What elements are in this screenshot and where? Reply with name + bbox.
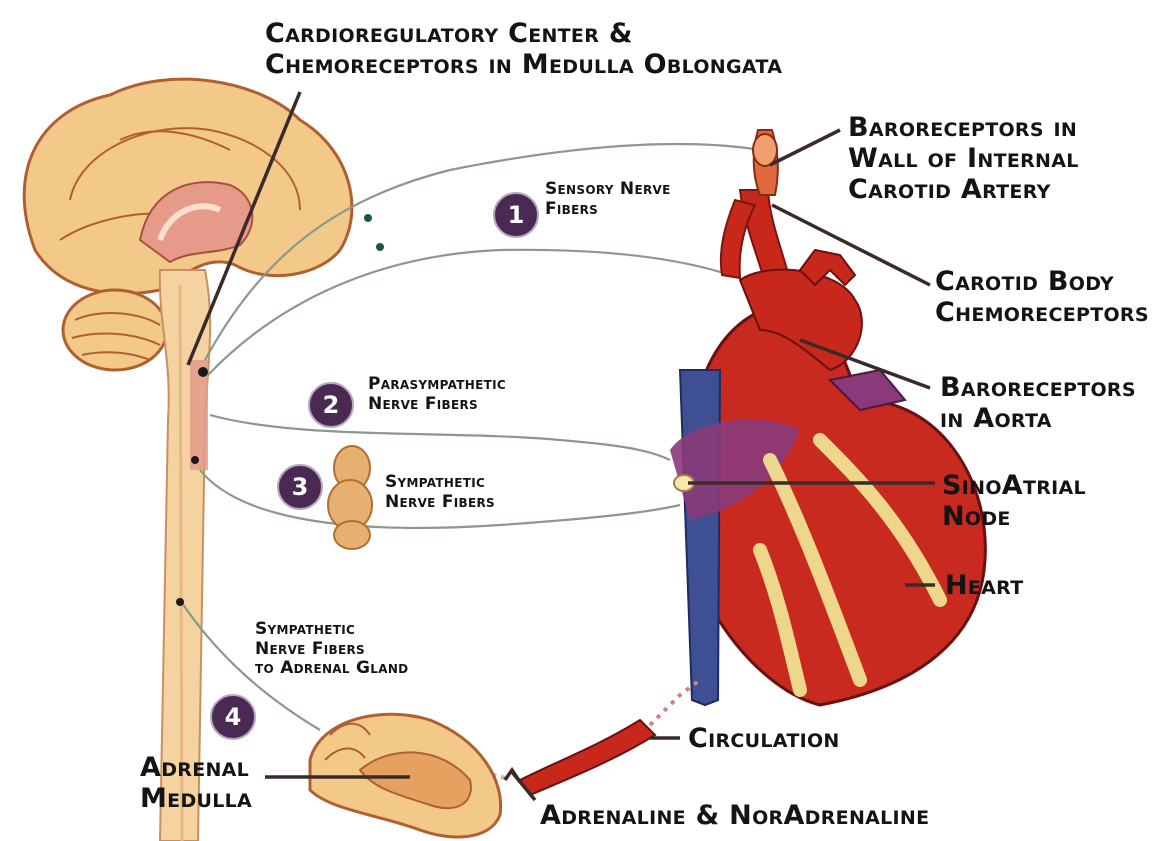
marker-4: 4 xyxy=(210,694,256,740)
marker-3: 3 xyxy=(277,464,323,510)
label-parasympathetic-fibers: Parasympathetic Nerve Fibers xyxy=(368,375,506,414)
brain xyxy=(24,79,352,293)
cerebellum xyxy=(63,290,167,370)
label-baroreceptors-carotid: Baroreceptors in Wall of Internal Caroti… xyxy=(848,112,1079,205)
label-baroreceptors-aorta: Baroreceptors in Aorta xyxy=(940,372,1136,434)
sympathetic-ganglion xyxy=(328,446,372,549)
label-adrenaline: Adrenaline & NorAdrenaline xyxy=(540,800,929,831)
label-heart: Heart xyxy=(945,570,1024,601)
label-sensory-fibers: Sensory Nerve Fibers xyxy=(545,180,671,219)
label-carotid-body: Carotid Body Chemoreceptors xyxy=(935,266,1149,328)
label-circulation: Circulation xyxy=(688,723,840,754)
label-sympathetic-fibers: Sympathetic Nerve Fibers xyxy=(385,473,495,512)
label-sa-node: SinoAtrial Node xyxy=(942,470,1086,532)
marker-2: 2 xyxy=(308,382,354,428)
marker-1: 1 xyxy=(493,192,539,238)
label-adrenal-medulla: Adrenal Medulla xyxy=(140,752,252,814)
label-sympathetic-adrenal: Sympathetic Nerve Fibers to Adrenal Glan… xyxy=(255,620,408,679)
label-cardioregulatory-center: Cardioregulatory Center & Chemoreceptors… xyxy=(265,18,782,80)
